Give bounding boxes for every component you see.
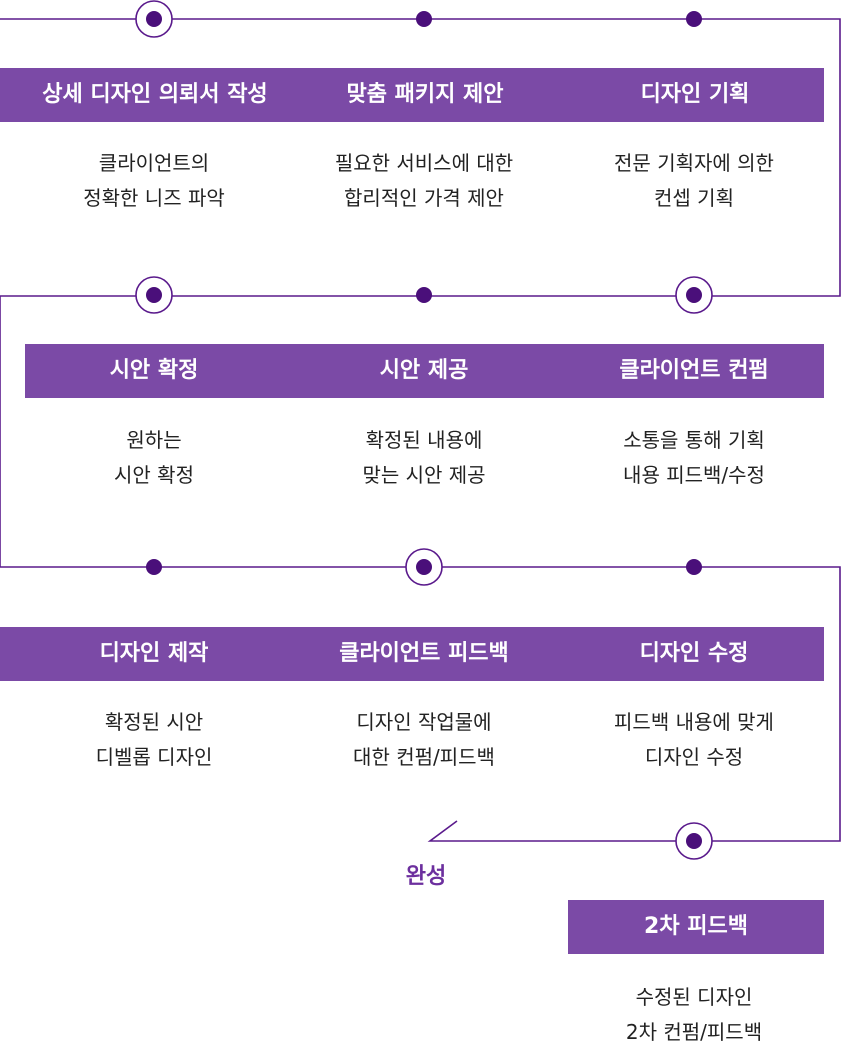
- step-node-dot: [146, 287, 162, 303]
- desc-line: 디자인 작업물에: [356, 710, 492, 734]
- step-description: 확정된 시안 디벨롭 디자인: [44, 705, 264, 775]
- step-title: 상세 디자인 의뢰서 작성: [42, 82, 268, 107]
- step-description: 소통을 통해 기획 내용 피드백/수정: [584, 423, 804, 493]
- desc-line: 디벨롭 디자인: [95, 745, 213, 769]
- step-description: 디자인 작업물에 대한 컨펌/피드백: [314, 705, 534, 775]
- desc-line: 맞는 시안 제공: [362, 463, 486, 487]
- step-description: 수정된 디자인 2차 컨펌/피드백: [584, 980, 804, 1050]
- step-description: 원하는 시안 확정: [44, 423, 264, 493]
- flow-connector: [0, 18, 841, 842]
- step-title: 맞춤 패키지 제안: [346, 82, 504, 107]
- desc-line: 내용 피드백/수정: [623, 463, 765, 487]
- step-node-dot: [146, 11, 162, 27]
- desc-line: 확정된 내용에: [365, 428, 483, 452]
- step-node-dot: [146, 559, 162, 575]
- step-header-bar: 디자인 제작 클라이언트 피드백 디자인 수정: [0, 627, 824, 681]
- desc-line: 소통을 통해 기획: [623, 428, 765, 452]
- step-node-dot: [686, 559, 702, 575]
- step-title: 클라이언트 피드백: [339, 641, 509, 666]
- desc-line: 원하는: [126, 428, 182, 452]
- step-node-dot: [686, 11, 702, 27]
- step-node-dot: [416, 11, 432, 27]
- desc-line: 확정된 시안: [104, 710, 204, 734]
- desc-line: 디자인 수정: [644, 745, 744, 769]
- step-header-bar: 시안 확정 시안 제공 클라이언트 컨펌: [25, 344, 824, 398]
- step-node-dot: [686, 833, 702, 849]
- step-title: 시안 제공: [379, 358, 469, 383]
- step-title: 디자인 수정: [639, 641, 749, 666]
- step-description: 전문 기획자에 의한 컨셉 기획: [584, 146, 804, 216]
- complete-label: 완성: [405, 864, 447, 889]
- step-node-dot: [416, 287, 432, 303]
- step-node-dot: [416, 559, 432, 575]
- step-title: 디자인 기획: [640, 82, 750, 107]
- desc-line: 2차 컨펌/피드백: [625, 1020, 763, 1044]
- desc-line: 컨셉 기획: [654, 186, 734, 210]
- step-description: 피드백 내용에 맞게 디자인 수정: [584, 705, 804, 775]
- desc-line: 합리적인 가격 제안: [344, 186, 504, 210]
- step-title: 시안 확정: [109, 358, 199, 383]
- desc-line: 시안 확정: [114, 463, 194, 487]
- step-header-bar: 상세 디자인 의뢰서 작성 맞춤 패키지 제안 디자인 기획: [0, 68, 824, 122]
- desc-line: 클라이언트의: [98, 151, 210, 175]
- desc-line: 정확한 니즈 파악: [83, 186, 225, 210]
- step-title: 2차 피드백: [644, 914, 748, 939]
- desc-line: 대한 컨펌/피드백: [353, 745, 495, 769]
- step-title: 클라이언트 컨펌: [619, 358, 769, 383]
- step-description: 확정된 내용에 맞는 시안 제공: [314, 423, 534, 493]
- desc-line: 필요한 서비스에 대한: [334, 151, 514, 175]
- step-header-bar: 2차 피드백: [568, 900, 824, 954]
- step-node-dot: [686, 287, 702, 303]
- desc-line: 피드백 내용에 맞게: [614, 710, 774, 734]
- step-description: 필요한 서비스에 대한 합리적인 가격 제안: [314, 146, 534, 216]
- desc-line: 전문 기획자에 의한: [614, 151, 774, 175]
- step-title: 디자인 제작: [99, 641, 209, 666]
- desc-line: 수정된 디자인: [635, 985, 753, 1009]
- step-description: 클라이언트의 정확한 니즈 파악: [44, 146, 264, 216]
